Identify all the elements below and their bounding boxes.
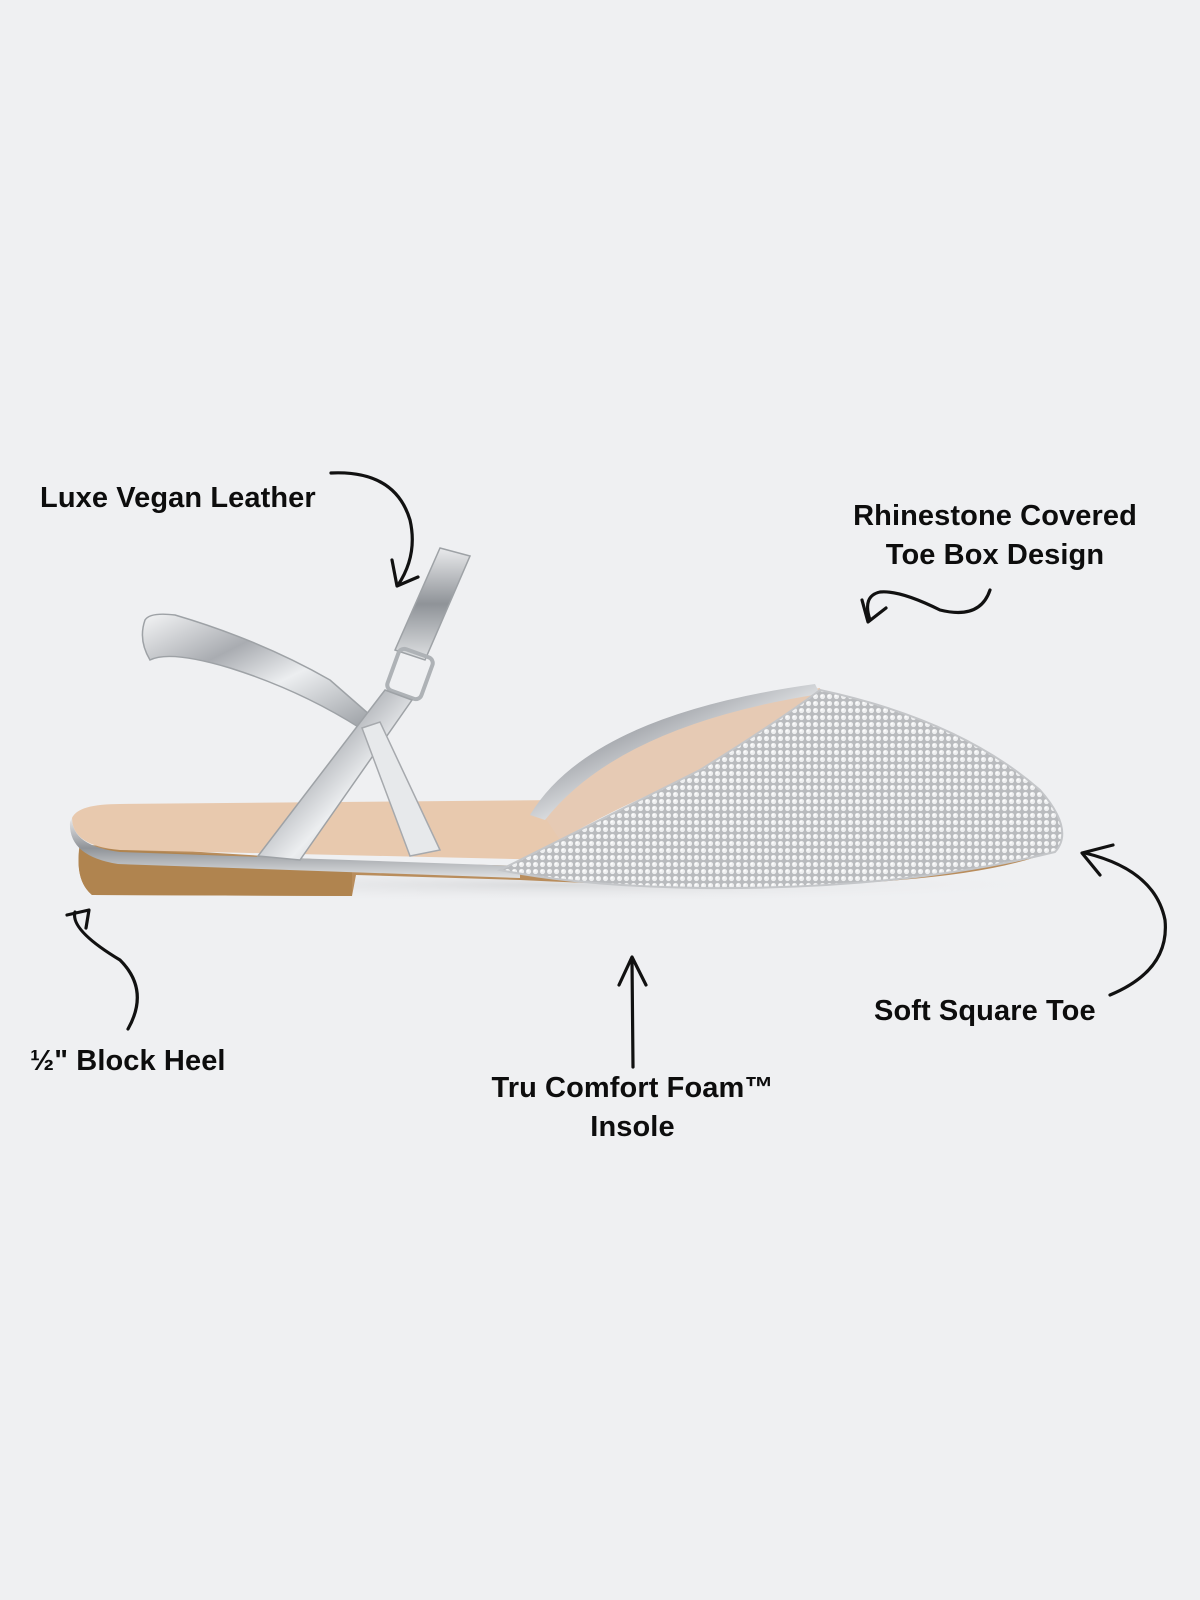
heel-rim xyxy=(69,818,520,878)
callout-text: Rhinestone Covered xyxy=(853,500,1137,532)
arrow-icon-insole xyxy=(617,955,648,1069)
label-soft-square-toe: Soft Square Toe xyxy=(874,992,1096,1031)
ankle-strap xyxy=(393,547,472,661)
callout-text: Toe Box Design xyxy=(885,539,1105,571)
arrow-icon-toe xyxy=(1080,843,1167,997)
label-rhinestone-toe-box: Rhinestone Covered Toe Box Design xyxy=(830,497,1160,575)
label-tru-comfort-foam-insole: Tru Comfort Foam™ Insole xyxy=(465,1069,800,1147)
callout-text: Insole xyxy=(590,1111,675,1143)
arrow-icon-heel xyxy=(65,908,139,1031)
label-block-heel: ½" Block Heel xyxy=(30,1042,226,1081)
buckle xyxy=(385,646,435,702)
cross-strap xyxy=(361,721,442,857)
label-luxe-vegan-leather: Luxe Vegan Leather xyxy=(40,479,316,518)
rhinestone-toe-box xyxy=(496,688,1064,890)
callout-text: Soft Square Toe xyxy=(874,995,1096,1027)
arrow-icon-leather xyxy=(329,471,420,588)
callout-text: Luxe Vegan Leather xyxy=(40,482,316,514)
slingback-strap xyxy=(141,613,372,729)
vamp-lining xyxy=(540,688,830,840)
callout-text: ½" Block Heel xyxy=(30,1045,226,1077)
collar-binding xyxy=(530,684,820,820)
arrow-icon-rhinestone xyxy=(860,588,992,624)
callout-text: Tru Comfort Foam™ xyxy=(491,1072,774,1104)
